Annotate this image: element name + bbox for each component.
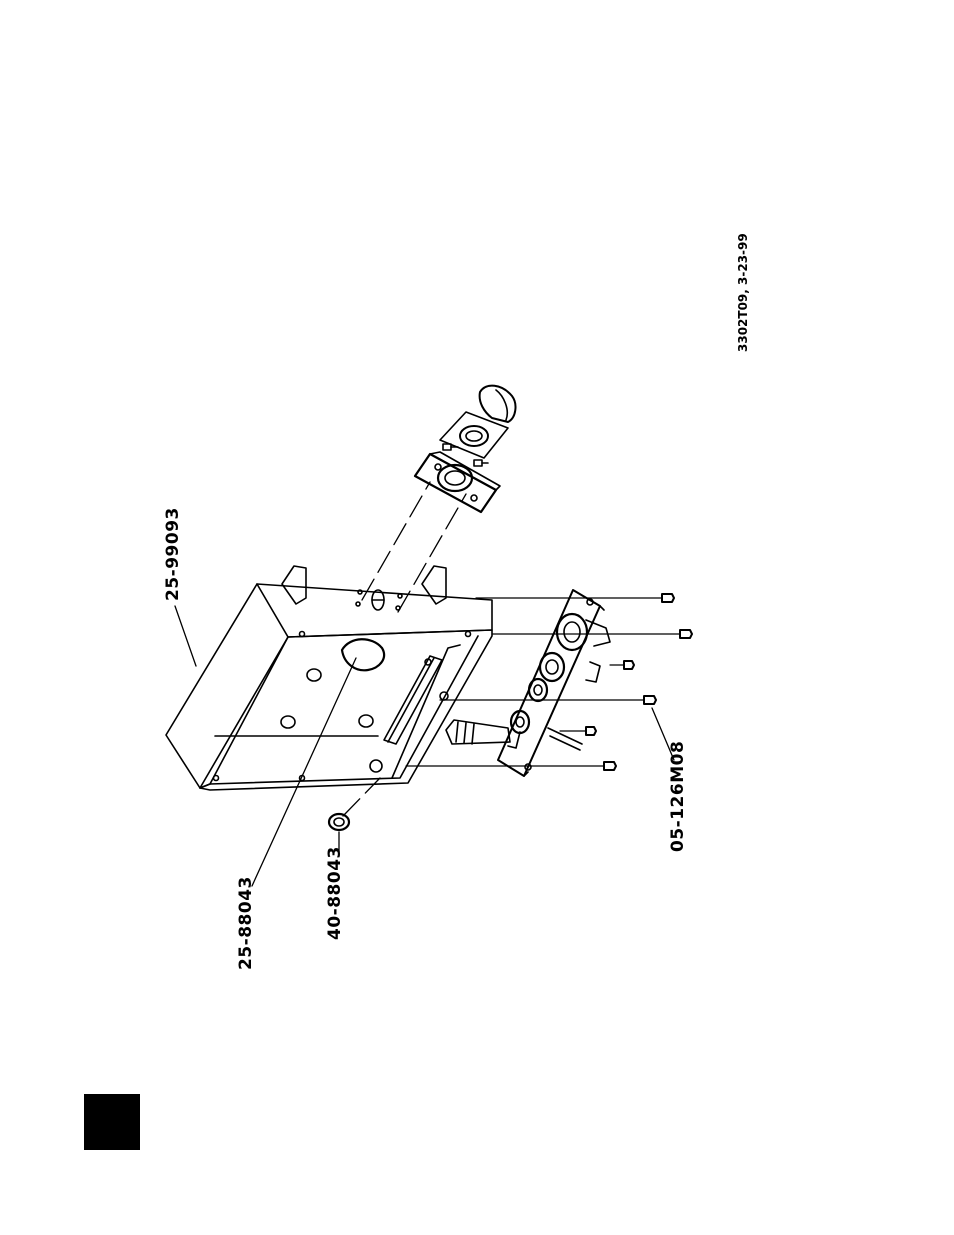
enclosure-box bbox=[200, 566, 492, 790]
callout-enclosure-box: 25-88043 bbox=[236, 876, 256, 970]
switch-mount-plate bbox=[415, 452, 500, 512]
callout-enclosure-cover: 25-99093 bbox=[163, 507, 183, 601]
rotary-knob bbox=[480, 386, 516, 422]
gland-plate bbox=[446, 590, 610, 776]
leader-lines bbox=[175, 606, 674, 886]
plug bbox=[329, 814, 349, 830]
screws bbox=[406, 594, 692, 770]
enclosure-cover bbox=[166, 584, 492, 788]
drawing-id: 3302T09, 3-23-99 bbox=[736, 233, 750, 352]
page-corner-marker bbox=[84, 1094, 140, 1150]
switch-screws bbox=[443, 444, 488, 466]
callout-plug: 40-88043 bbox=[325, 846, 345, 940]
callout-screw: 05-126M08 bbox=[668, 741, 688, 852]
